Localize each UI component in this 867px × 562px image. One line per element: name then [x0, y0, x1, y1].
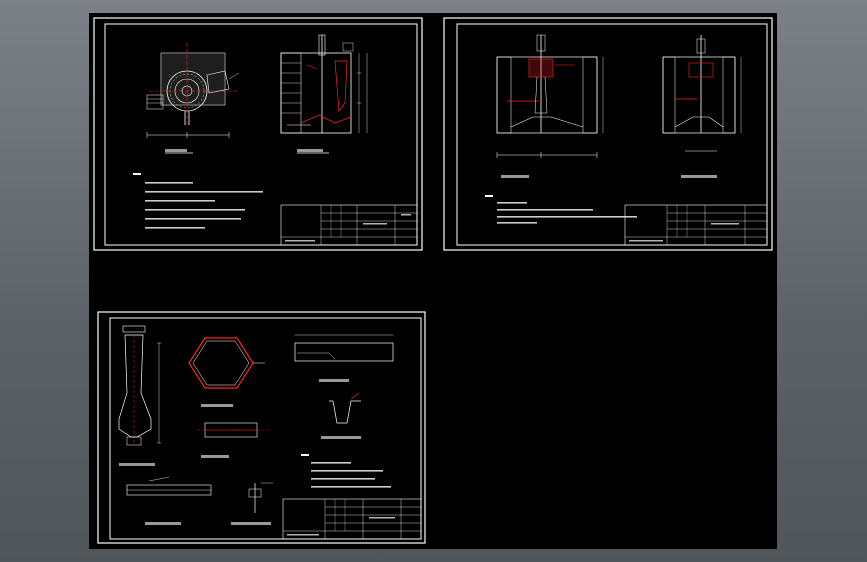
section-view	[280, 34, 368, 154]
notes-block-3	[301, 454, 391, 488]
title-block-3	[282, 498, 422, 540]
drawing-sheet-1[interactable]	[93, 17, 423, 251]
title-block-2	[624, 204, 768, 246]
plan-view	[146, 43, 240, 154]
section-view-b	[662, 35, 742, 178]
baffle-detail	[294, 334, 394, 382]
section-view-a	[496, 34, 604, 178]
title-block	[280, 204, 418, 246]
notes-block	[133, 173, 263, 229]
drawing-sheet-2[interactable]	[443, 17, 773, 251]
slot-detail	[197, 422, 269, 458]
pipe-detail	[126, 476, 212, 525]
anchor-detail	[231, 482, 273, 525]
center-pipe-detail	[118, 325, 161, 466]
weir-detail	[321, 392, 361, 439]
notes-block-2	[485, 195, 637, 224]
cad-model-space[interactable]	[89, 13, 777, 549]
hexagon-plate-detail	[188, 337, 265, 407]
drawing-sheet-3[interactable]	[97, 311, 426, 544]
